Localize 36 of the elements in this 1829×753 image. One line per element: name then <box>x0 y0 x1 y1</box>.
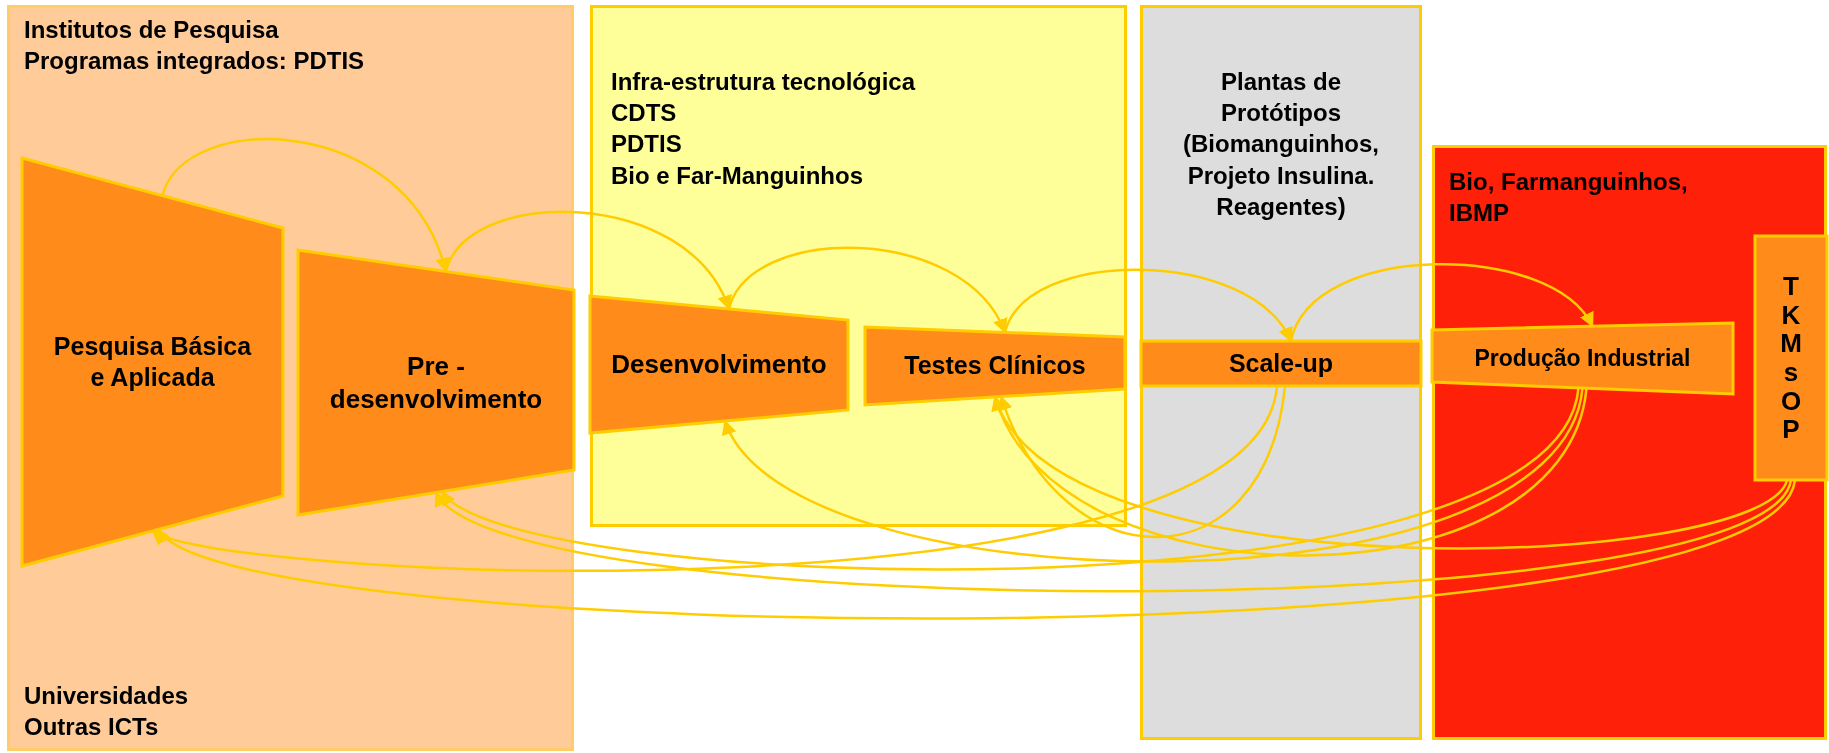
stage-trapezoid <box>298 250 574 515</box>
stage-trapezoid <box>865 327 1125 405</box>
column-band <box>1432 145 1827 740</box>
arrow <box>157 479 1796 620</box>
arrow <box>444 210 731 311</box>
band-heading: Plantas de Protótipos (Biomanguinhos, Projeto Insulina. Reagentes) <box>1182 67 1380 222</box>
arrow <box>434 479 1792 593</box>
arrow <box>999 385 1287 539</box>
arrow <box>1003 268 1293 343</box>
arrow <box>440 387 1580 571</box>
arrow <box>1289 263 1594 342</box>
stage-label: Testes Clínicos <box>903 350 1087 382</box>
stage-label: Desenvolvimento <box>610 348 828 381</box>
band-heading: Institutos de Pesquisa Programas integrados: PDTIS <box>24 15 366 77</box>
column-band <box>590 5 1127 527</box>
stage-trapezoid <box>22 158 283 566</box>
column-band <box>7 5 574 751</box>
stage-label: TKMsOP <box>1779 272 1803 444</box>
arrow <box>151 385 1279 572</box>
band-heading: Universidades Outras ICTs <box>24 680 190 742</box>
stage-trapezoid <box>590 296 848 433</box>
arrow <box>723 387 1584 563</box>
stage-label: Pesquisa Básica e Aplicada <box>52 330 253 393</box>
arrow <box>161 138 449 273</box>
vertical-bar <box>1755 236 1827 480</box>
stage-label: Pre - desenvolvimento <box>328 350 544 415</box>
band-heading: Infra-estrutura tecnológica CDTS PDTIS Bio e Far-Manguinhos <box>611 67 917 191</box>
column-band <box>1140 5 1422 740</box>
band-heading: Bio, Farmanguinhos, IBMP <box>1449 167 1689 229</box>
arrow <box>993 387 1588 557</box>
stage-label: Produção Industrial <box>1473 344 1692 373</box>
stage-label: Scale-up <box>1227 347 1335 379</box>
stage-trapezoid <box>1432 323 1733 394</box>
arrow <box>993 395 1788 550</box>
stage-trapezoid <box>1141 341 1421 386</box>
arrow <box>727 246 1007 334</box>
